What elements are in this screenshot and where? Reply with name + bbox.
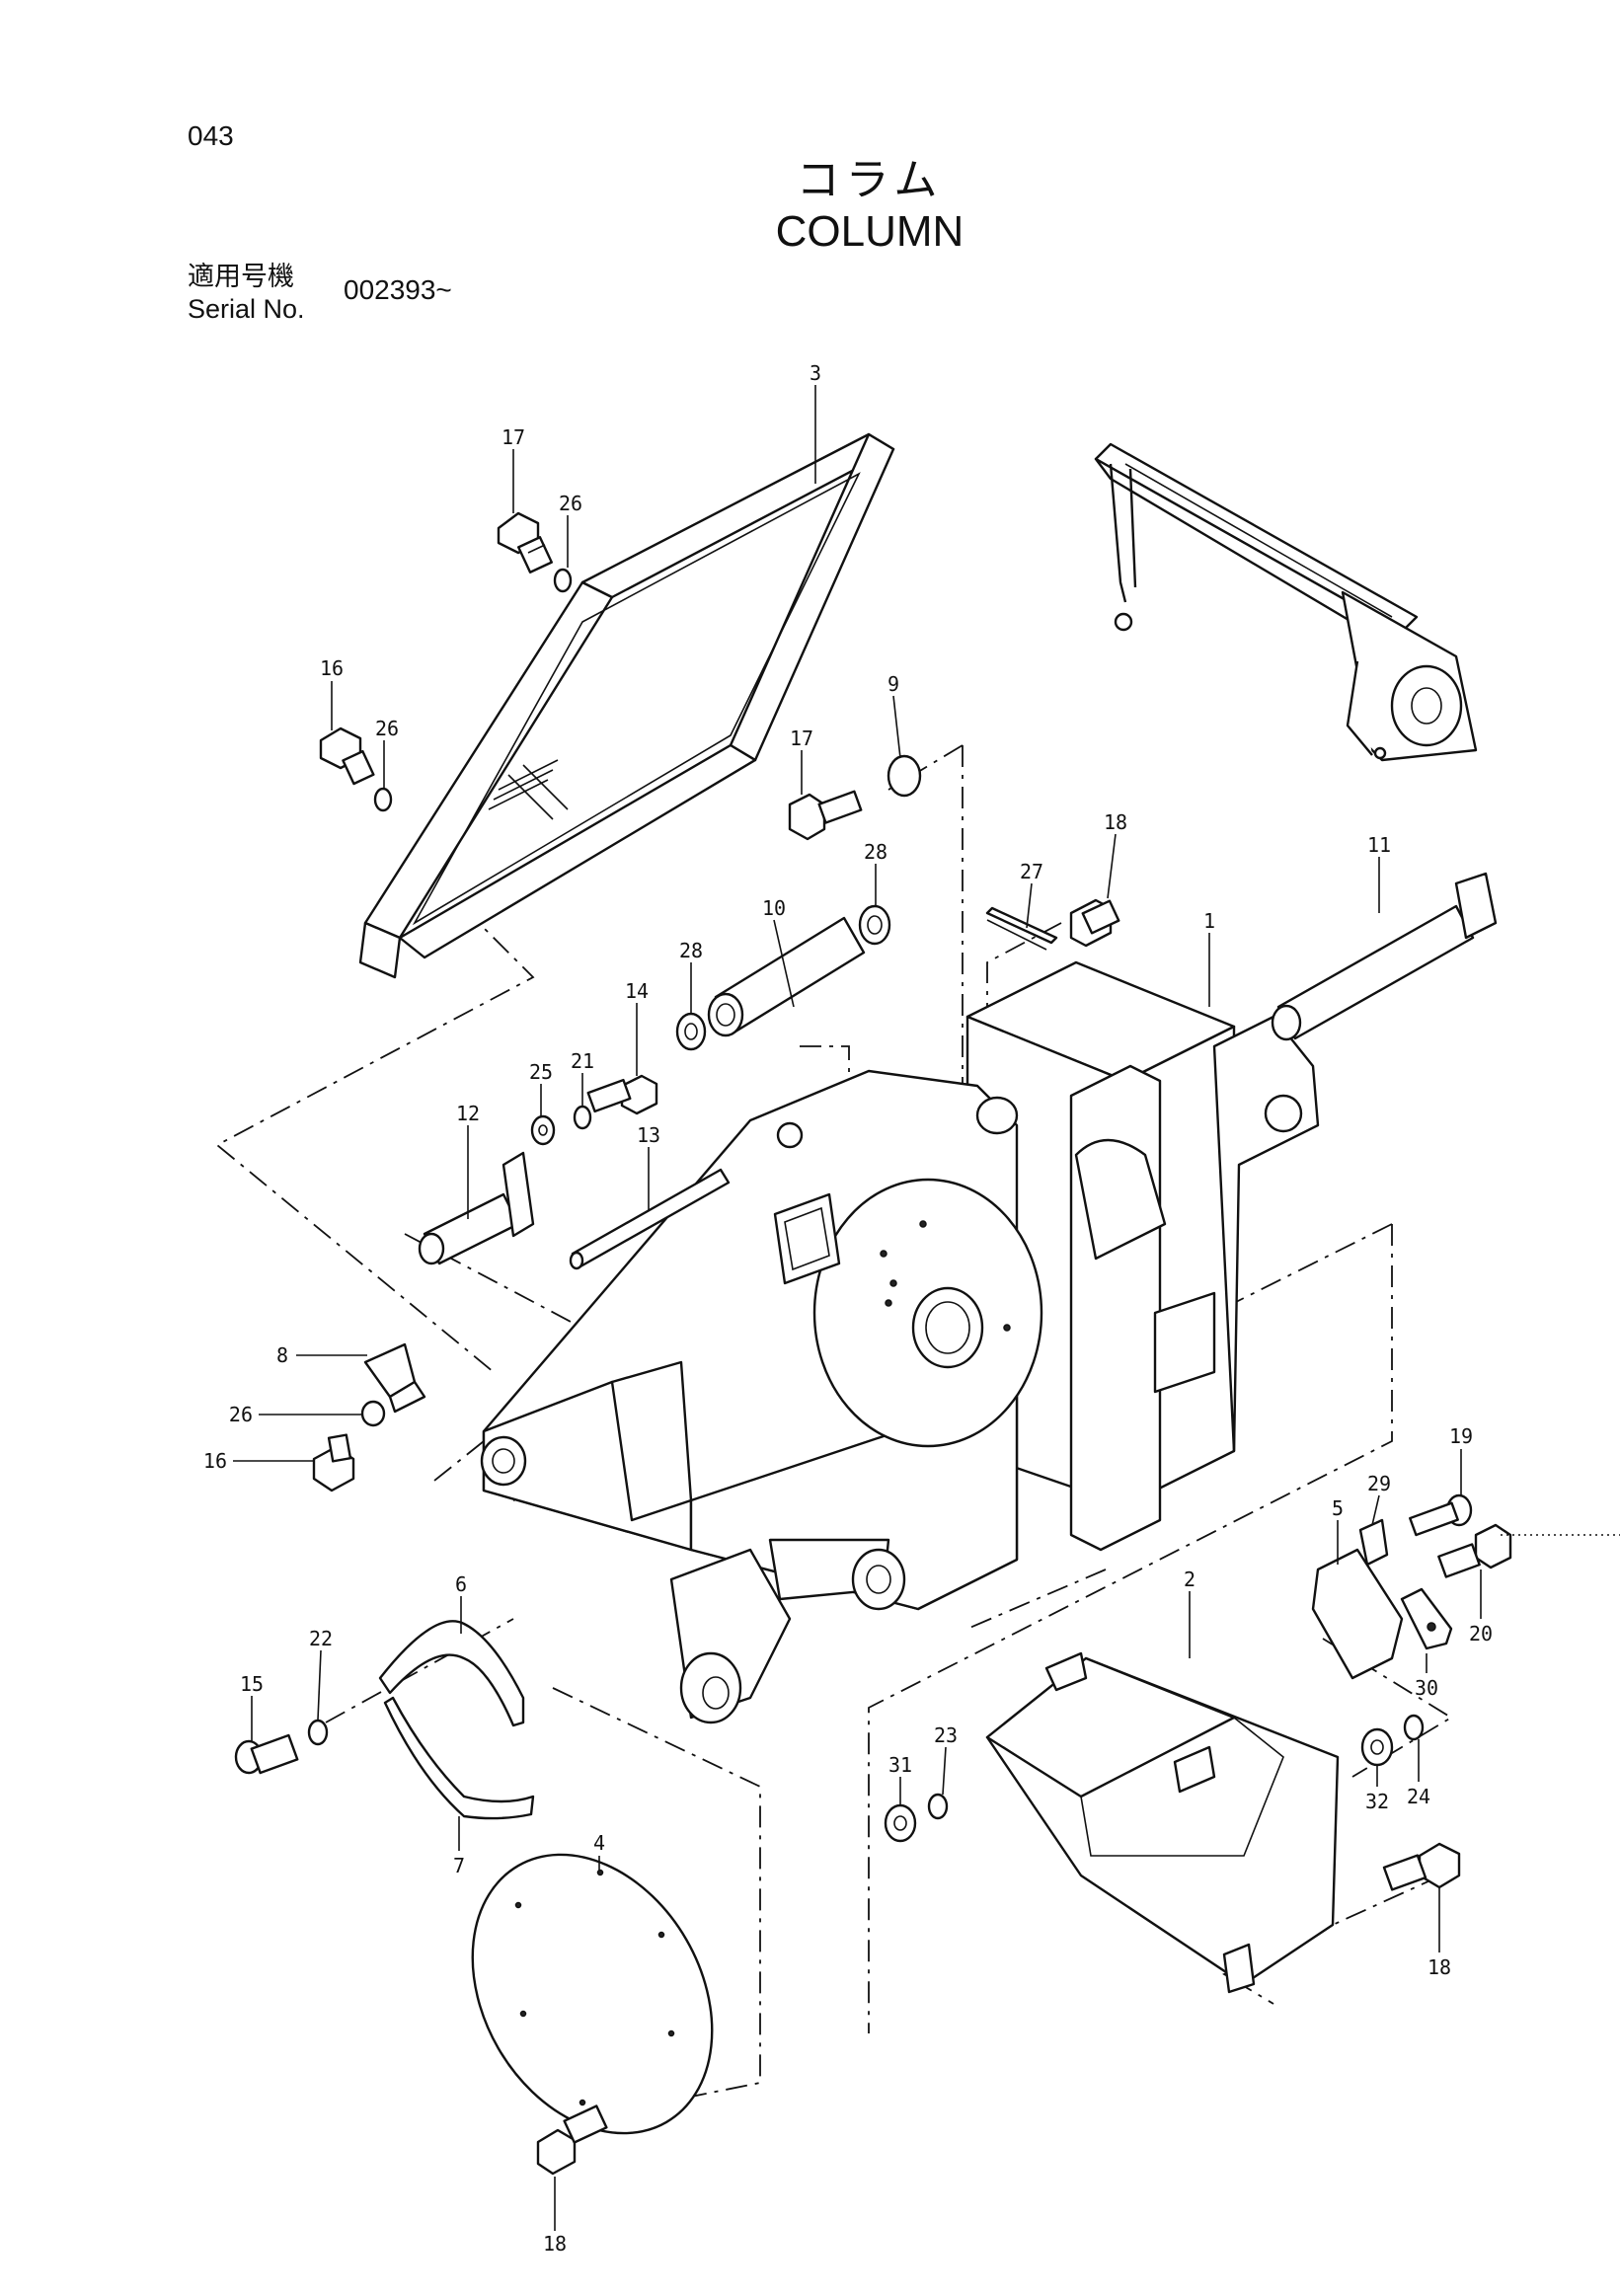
- callout-19: 19: [1449, 1424, 1473, 1448]
- part-16-bolt-top: [319, 727, 375, 786]
- part-17-bolt-middle: [788, 790, 863, 841]
- callout-22: 22: [309, 1627, 333, 1650]
- part-28-seal-left: [675, 1012, 707, 1051]
- callout-16-lower: 16: [203, 1449, 227, 1473]
- part-18-bolt-bottom: [536, 2105, 608, 2176]
- callout-10: 10: [762, 896, 786, 920]
- callout-28-left: 28: [679, 939, 703, 962]
- part-26-washer-lower: [360, 1400, 386, 1427]
- part-23-washer: [927, 1793, 949, 1820]
- callout-16-top: 16: [320, 656, 344, 680]
- part-2-lower-cover: [985, 1651, 1340, 1994]
- part-9-plate: [887, 754, 922, 798]
- part-26-washer-top: [553, 568, 573, 593]
- serial-label-japanese: 適用号機: [188, 262, 294, 292]
- part-13-rod: [569, 1168, 731, 1270]
- callout-24: 24: [1407, 1785, 1430, 1808]
- part-28-seal-right: [858, 904, 891, 946]
- callout-5: 5: [1332, 1496, 1344, 1520]
- leader-lines: [233, 385, 1482, 2231]
- callout-21: 21: [571, 1049, 594, 1073]
- part-22-washer: [307, 1719, 329, 1746]
- callout-4: 4: [593, 1831, 605, 1855]
- callout-2: 2: [1184, 1568, 1196, 1591]
- callout-12: 12: [456, 1102, 480, 1125]
- callout-1: 1: [1203, 909, 1215, 933]
- part-25-washer: [530, 1114, 556, 1146]
- part-1-column-body: [480, 960, 1320, 1724]
- callout-14: 14: [625, 979, 649, 1003]
- part-19-bolt: [1409, 1493, 1473, 1537]
- callout-23: 23: [934, 1723, 958, 1747]
- part-8-bracket: [363, 1342, 426, 1414]
- callout-8: 8: [276, 1343, 288, 1367]
- callout-18-right: 18: [1427, 1955, 1451, 1979]
- serial-label-english: Serial No.: [188, 294, 305, 324]
- part-21-spring-washer: [573, 1105, 592, 1130]
- part-27-pin: [985, 906, 1058, 951]
- title-japanese: コラム: [796, 155, 944, 205]
- callout-32: 32: [1365, 1790, 1389, 1813]
- part-29-hinge: [1358, 1518, 1389, 1567]
- part-31-nut: [884, 1803, 917, 1843]
- part-24-washer: [1403, 1714, 1425, 1741]
- title-english: COLUMN: [775, 207, 964, 256]
- part-12-pin: [418, 1151, 535, 1265]
- part-6-arc-plate: [378, 1620, 525, 1727]
- callout-20: 20: [1469, 1622, 1493, 1645]
- part-26-washer-mid: [373, 787, 393, 812]
- callout-3: 3: [810, 361, 821, 385]
- part-5-access-cover: [1311, 1548, 1404, 1680]
- crane-reference-thumbnail: [1094, 442, 1478, 762]
- part-17-bolt-top: [497, 511, 553, 574]
- part-18-bolt-upper: [1069, 898, 1120, 948]
- callout-15: 15: [240, 1672, 264, 1696]
- callout-29: 29: [1367, 1472, 1391, 1495]
- callout-13: 13: [637, 1123, 660, 1147]
- callout-26-mid: 26: [375, 717, 399, 740]
- part-3-guard-frame: [358, 432, 895, 979]
- part-15-bolt: [234, 1733, 299, 1775]
- callout-26-lower: 26: [229, 1403, 253, 1426]
- callout-18-upper: 18: [1104, 810, 1127, 834]
- callout-26-top: 26: [559, 492, 582, 515]
- callout-9: 9: [887, 672, 899, 696]
- serial-number-range: 002393~: [344, 274, 452, 305]
- part-4-cover-disc: [471, 1853, 714, 2135]
- part-18-bolt-right: [1382, 1842, 1461, 1891]
- part-11-long-pin: [1271, 872, 1498, 1041]
- part-14-bolt: [586, 1074, 658, 1115]
- callout-6: 6: [455, 1572, 467, 1596]
- callout-31: 31: [888, 1753, 912, 1777]
- part-16-bolt-lower: [312, 1433, 355, 1492]
- callout-17-mid: 17: [790, 727, 813, 750]
- callout-17-top: 17: [501, 425, 525, 449]
- callout-numbers: 3 17 26 16 26 17 9 18 27 28 10 28 11 1 1…: [203, 361, 1493, 2256]
- callout-11: 11: [1367, 833, 1391, 857]
- callout-25: 25: [529, 1060, 553, 1084]
- callout-28-right: 28: [864, 840, 887, 864]
- callout-7: 7: [453, 1854, 465, 1877]
- part-30-latch: [1400, 1587, 1453, 1650]
- part-20-bolt: [1437, 1523, 1512, 1578]
- page-number: 043: [188, 120, 234, 151]
- callout-27: 27: [1020, 860, 1043, 883]
- callout-18-bottom: 18: [543, 2232, 567, 2256]
- part-7-arc-plate: [383, 1696, 535, 1820]
- part-10-bushing: [707, 916, 866, 1037]
- callout-30: 30: [1415, 1676, 1438, 1700]
- part-32-nut: [1360, 1727, 1394, 1767]
